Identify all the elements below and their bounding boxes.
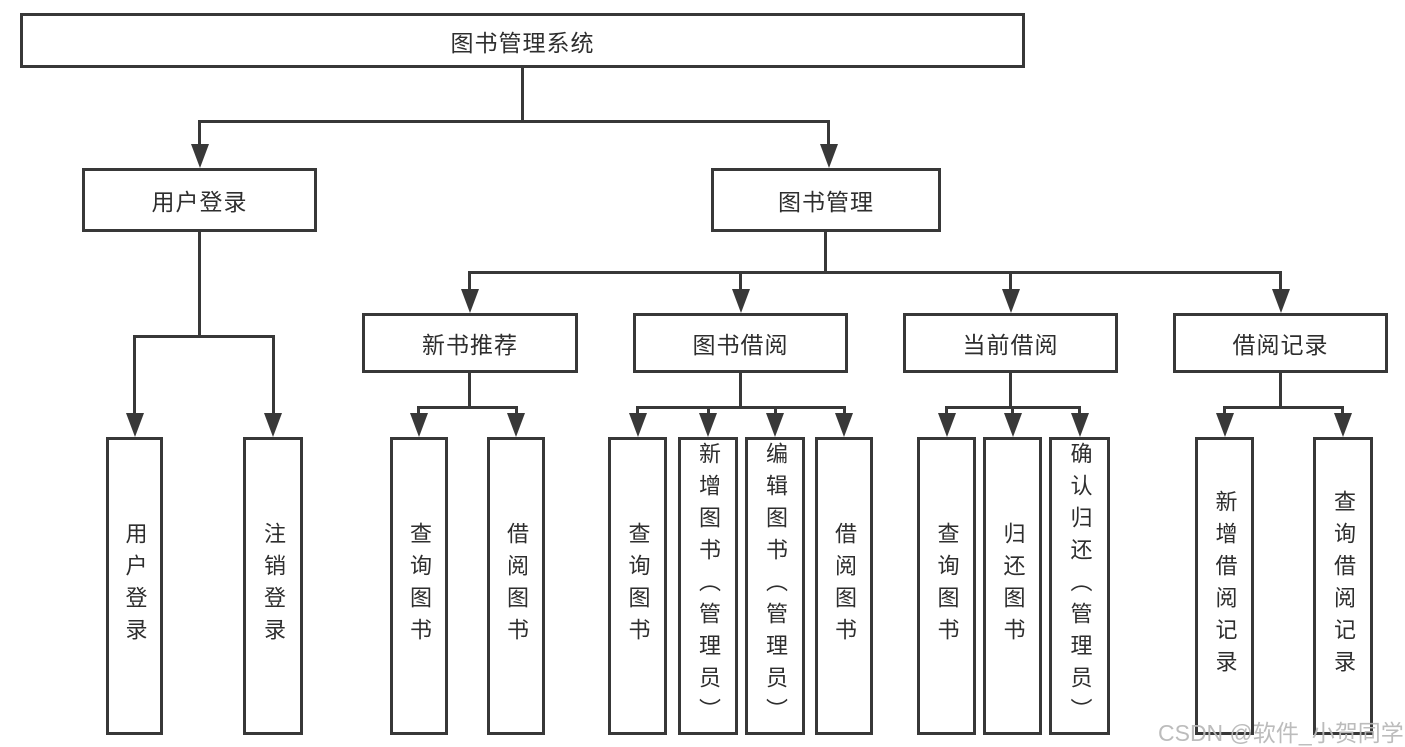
connector-line (1279, 373, 1282, 406)
arrowhead-icon (938, 413, 956, 437)
leaf-add-book-admin: 新增图书（管理员） (678, 437, 738, 735)
connector-line (827, 120, 830, 146)
node-label: 借阅记录 (1232, 332, 1329, 358)
arrowhead-icon (507, 413, 525, 437)
node-label: 新书推荐 (422, 332, 518, 358)
connector-line (1279, 271, 1282, 289)
connector-line (417, 406, 518, 409)
node-label: 编辑图书（管理员） (763, 442, 788, 730)
connector-line (272, 335, 275, 413)
connector-line (198, 120, 830, 123)
node-label: 查询图书 (625, 522, 651, 650)
connector-line (468, 373, 471, 406)
arrowhead-icon (629, 413, 647, 437)
node-label: 确认归还（管理员） (1067, 442, 1093, 730)
csdn-watermark: CSDN @软件_小贺同学 (1158, 720, 1404, 746)
node-label: 图书借阅 (692, 332, 789, 358)
connector-line (1009, 271, 1012, 289)
leaf-query-books: 查询图书 (390, 437, 448, 735)
leaf-query-borrow-record: 查询借阅记录 (1313, 437, 1373, 735)
connector-line (739, 373, 742, 406)
connector-line (1223, 406, 1226, 415)
connector-line (1009, 373, 1012, 406)
connector-line (133, 335, 136, 413)
leaf-confirm-return-admin: 确认归还（管理员） (1049, 437, 1110, 735)
node-label: 查询图书 (934, 522, 960, 650)
arrowhead-icon (410, 413, 428, 437)
connector-line (521, 68, 524, 120)
arrowhead-icon (766, 413, 784, 437)
leaf-query-books: 查询图书 (917, 437, 976, 735)
node-label: 借阅图书 (832, 522, 857, 650)
arrowhead-icon (1002, 289, 1020, 313)
connector-line (1223, 406, 1344, 409)
connector-line (945, 406, 948, 415)
arrowhead-icon (1004, 413, 1022, 437)
arrowhead-icon (835, 413, 853, 437)
leaf-borrow-books: 借阅图书 (487, 437, 545, 735)
node-label: 新增借阅记录 (1212, 490, 1238, 682)
arrowhead-icon (126, 413, 144, 437)
arrowhead-icon (820, 144, 838, 168)
node-label: 注销登录 (261, 522, 286, 650)
connector-line (1078, 406, 1081, 415)
arrowhead-icon (264, 413, 282, 437)
connector-line (1011, 406, 1014, 415)
node-label: 查询图书 (407, 522, 432, 650)
leaf-return-book: 归还图书 (983, 437, 1042, 735)
leaf-add-borrow-record: 新增借阅记录 (1195, 437, 1254, 735)
node-new-book-recommend: 新书推荐 (362, 313, 578, 373)
leaf-logout-login: 注销登录 (243, 437, 303, 735)
connector-line (636, 406, 846, 409)
connector-line (133, 335, 275, 338)
connector-line (843, 406, 846, 415)
leaf-user-login: 用户登录 (106, 437, 163, 735)
arrowhead-icon (699, 413, 717, 437)
arrowhead-icon (461, 289, 479, 313)
node-label: 借阅图书 (504, 522, 529, 650)
node-label: 归还图书 (1000, 522, 1026, 650)
node-book-management: 图书管理 (711, 168, 941, 232)
connector-line (774, 406, 777, 415)
connector-line (198, 232, 201, 335)
node-label: 用户登录 (151, 189, 248, 215)
arrowhead-icon (191, 144, 209, 168)
node-current-borrow: 当前借阅 (903, 313, 1118, 373)
leaf-query-books: 查询图书 (608, 437, 667, 735)
arrowhead-icon (1334, 413, 1352, 437)
arrowhead-icon (732, 289, 750, 313)
connector-line (515, 406, 518, 415)
connector-line (824, 232, 827, 271)
node-book-borrow: 图书借阅 (633, 313, 848, 373)
node-label: 用户登录 (122, 522, 148, 650)
arrowhead-icon (1071, 413, 1089, 437)
arrowhead-icon (1272, 289, 1290, 313)
node-library-management-system: 图书管理系统 (20, 13, 1025, 68)
node-label: 图书管理系统 (450, 29, 595, 56)
leaf-edit-book-admin: 编辑图书（管理员） (745, 437, 805, 735)
node-label: 图书管理 (778, 189, 874, 215)
node-label: 新增图书（管理员） (696, 442, 721, 730)
arrowhead-icon (1216, 413, 1234, 437)
connector-line (198, 120, 201, 146)
connector-line (1341, 406, 1344, 415)
connector-line (468, 271, 471, 289)
leaf-borrow-books: 借阅图书 (815, 437, 873, 735)
connector-line (468, 271, 1282, 274)
node-label: 查询借阅记录 (1331, 490, 1356, 682)
node-user-login: 用户登录 (82, 168, 317, 232)
connector-line (707, 406, 710, 415)
node-label: 当前借阅 (962, 332, 1059, 358)
connector-line (417, 406, 420, 415)
node-borrow-records: 借阅记录 (1173, 313, 1388, 373)
connector-line (739, 271, 742, 289)
connector-line (636, 406, 639, 415)
